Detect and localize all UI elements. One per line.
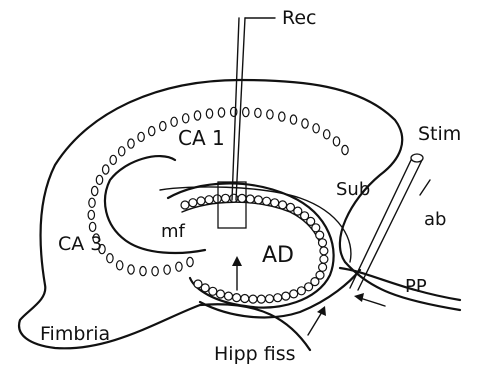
- mossy-fiber-arrow: [232, 256, 242, 290]
- ad-label: AD: [262, 243, 294, 268]
- cell-dot: [241, 295, 249, 303]
- cell-dot: [233, 294, 241, 302]
- rec-label: Rec: [282, 7, 316, 29]
- cell-dot: [194, 111, 200, 120]
- ab-pointer: [420, 180, 430, 195]
- cell-dot: [110, 155, 116, 164]
- cell-dot: [297, 287, 305, 295]
- cell-dot: [209, 287, 217, 295]
- cell-dot: [218, 108, 224, 117]
- cell-dot: [205, 196, 213, 204]
- cell-dot: [316, 231, 324, 239]
- hipp-fiss-label: Hipp fiss: [214, 343, 296, 365]
- cell-dot: [274, 294, 282, 302]
- cell-dot: [128, 139, 134, 148]
- stim-label: Stim: [418, 123, 461, 145]
- cell-dot: [152, 267, 158, 276]
- cell-dot: [279, 112, 285, 121]
- cell-dot: [183, 114, 189, 123]
- cell-dot: [92, 186, 98, 195]
- cell-dot: [319, 263, 327, 271]
- cell-dot: [320, 247, 328, 255]
- perforant-path-arrow: [354, 293, 385, 306]
- cell-dot: [213, 195, 221, 203]
- cell-dot: [96, 175, 102, 184]
- cell-dot: [312, 224, 320, 232]
- ab-label: ab: [424, 209, 446, 230]
- cell-dot: [257, 295, 265, 303]
- cell-dot: [119, 147, 125, 156]
- cell-dot: [249, 295, 257, 303]
- cell-dot: [187, 257, 193, 266]
- cell-dot: [266, 295, 274, 303]
- cell-dot: [222, 194, 230, 202]
- cell-dot: [263, 197, 271, 205]
- cell-dot: [197, 197, 205, 205]
- cell-dot: [206, 109, 212, 118]
- cell-dot: [324, 130, 330, 139]
- sub-label: Sub: [336, 179, 370, 200]
- cell-dot: [117, 261, 123, 270]
- fimbria-label: Fimbria: [40, 323, 110, 345]
- cell-dot: [107, 254, 113, 263]
- cell-dot: [176, 262, 182, 271]
- cell-dot: [225, 292, 233, 300]
- cell-dot: [217, 290, 225, 298]
- cell-dot: [290, 115, 296, 124]
- mf-label: mf: [161, 221, 186, 242]
- cell-dot: [254, 196, 262, 204]
- cell-dot: [194, 280, 202, 288]
- cell-dot: [313, 124, 319, 133]
- cell-dot: [88, 210, 94, 219]
- pp-label: PP: [405, 276, 427, 297]
- cell-dot: [319, 239, 327, 247]
- cell-dot: [89, 222, 95, 231]
- cell-dot: [160, 122, 166, 131]
- cell-dot: [189, 199, 197, 207]
- cell-dot: [271, 199, 279, 207]
- cell-dot: [302, 119, 308, 128]
- cell-dot: [333, 137, 339, 146]
- cell-dot: [164, 265, 170, 274]
- cell-dot: [238, 194, 246, 202]
- cell-dot: [255, 108, 261, 117]
- cell-dot: [282, 292, 290, 300]
- cell-dot: [320, 255, 328, 263]
- cell-dot: [267, 110, 273, 119]
- cell-dot: [89, 198, 95, 207]
- cell-dot: [181, 201, 189, 209]
- cell-dot: [103, 165, 109, 174]
- cell-dot: [246, 195, 254, 203]
- cell-dot: [138, 132, 144, 141]
- cell-dot: [243, 108, 249, 117]
- cell-dot: [290, 290, 298, 298]
- ca3-label: CA 3: [58, 233, 102, 255]
- cell-dot: [140, 267, 146, 276]
- cell-dot: [128, 265, 134, 274]
- granule-cell-layer: [181, 194, 328, 303]
- cell-dot: [171, 117, 177, 126]
- cell-dot: [149, 127, 155, 136]
- cell-dot: [342, 145, 348, 154]
- cell-dot: [279, 201, 287, 209]
- ca1-label: CA 1: [178, 126, 225, 150]
- fissure-arrow: [308, 306, 326, 335]
